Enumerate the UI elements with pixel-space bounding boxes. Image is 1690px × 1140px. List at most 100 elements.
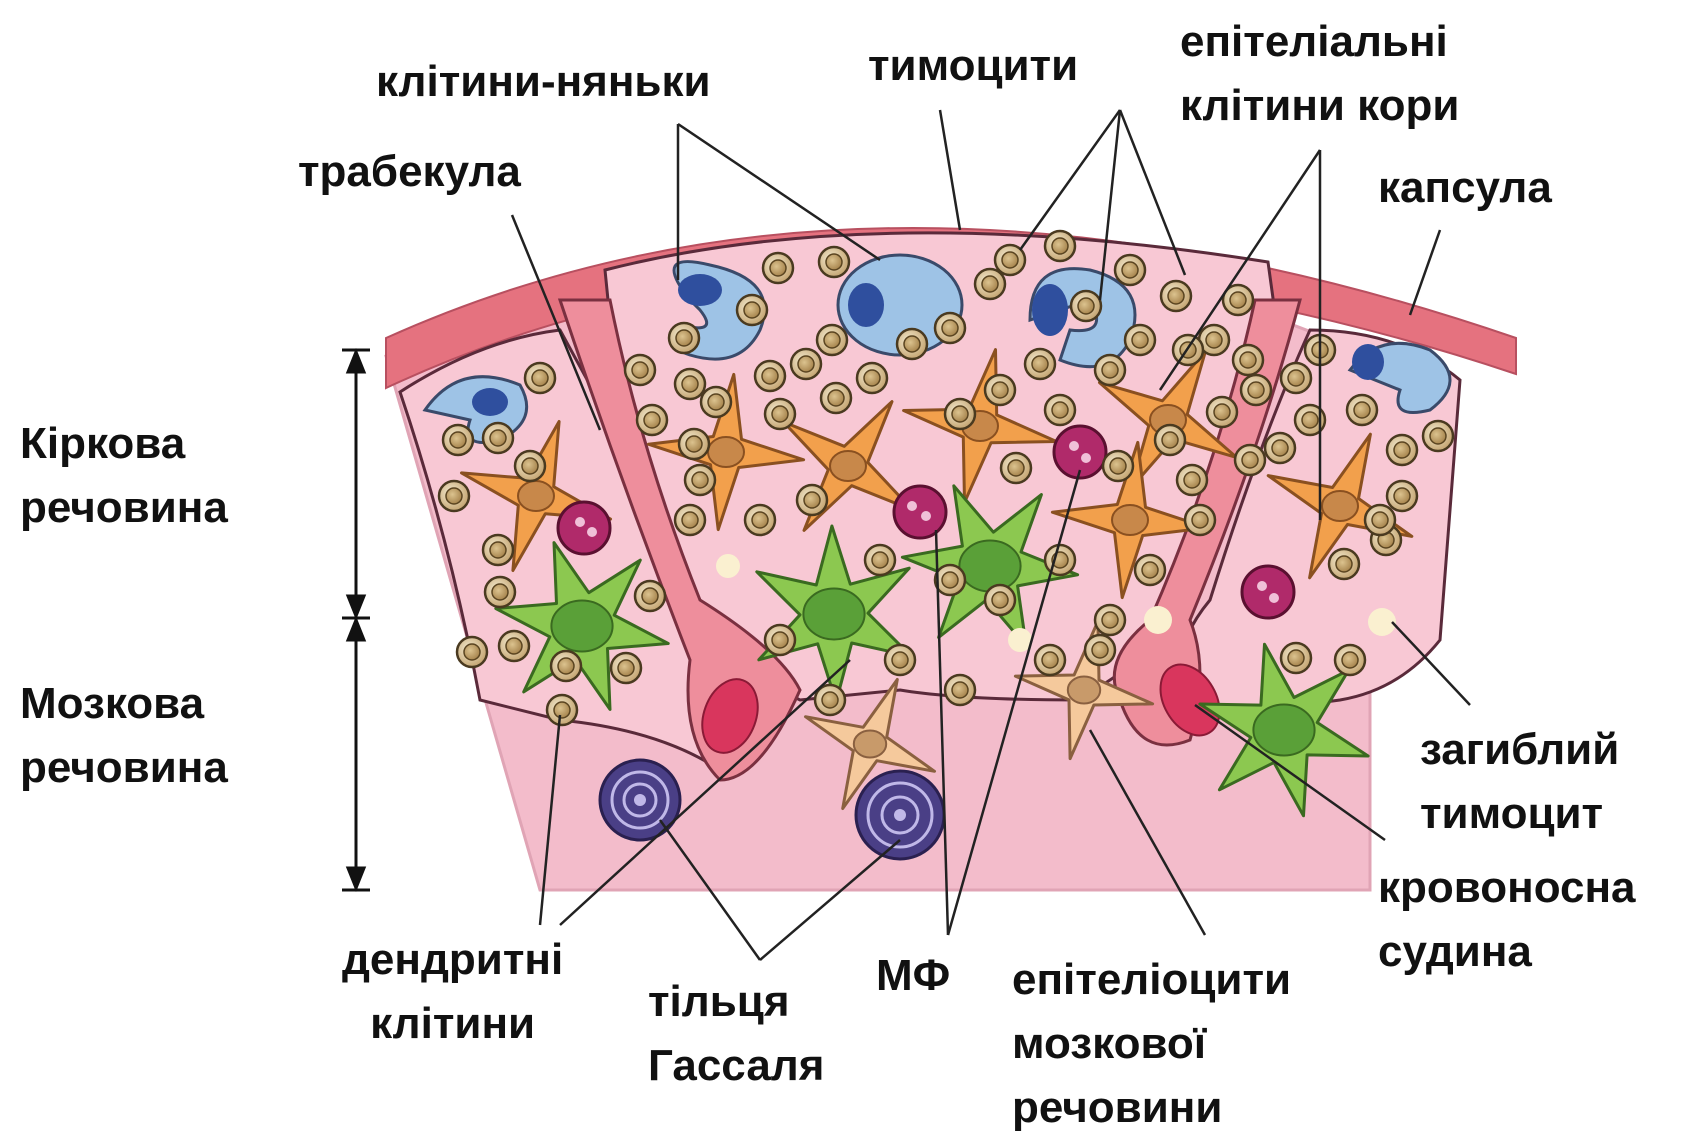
thymocyte-73 bbox=[1185, 505, 1215, 535]
thymocyte-62 bbox=[1281, 643, 1311, 673]
label-medulla-line1: Мозкова bbox=[20, 672, 228, 736]
label-cortex-epithelial: епітеліальні клітини кори bbox=[1180, 10, 1459, 138]
thymocyte-28 bbox=[857, 363, 887, 393]
macrophage-4 bbox=[1242, 566, 1294, 618]
label-dendritic-line2: клітини bbox=[342, 992, 563, 1056]
thymocyte-43 bbox=[1025, 349, 1055, 379]
thymocyte-33 bbox=[1045, 231, 1075, 261]
thymocyte-61 bbox=[1265, 433, 1295, 463]
label-blood-vessel-line2: судина bbox=[1378, 920, 1636, 984]
thymocyte-44 bbox=[985, 375, 1015, 405]
thymocyte-74 bbox=[765, 625, 795, 655]
label-cortex-epithelial-line1: епітеліальні bbox=[1180, 10, 1459, 74]
dead-thymocyte-2 bbox=[716, 554, 740, 578]
thymocyte-39 bbox=[1233, 345, 1263, 375]
thymocyte-27 bbox=[821, 383, 851, 413]
thymocyte-50 bbox=[1207, 397, 1237, 427]
thymocyte-68 bbox=[935, 565, 965, 595]
thymocyte-21 bbox=[755, 361, 785, 391]
thymocyte-26 bbox=[765, 399, 795, 429]
thymocyte-2 bbox=[443, 425, 473, 455]
thymocyte-8 bbox=[499, 631, 529, 661]
thymocyte-65 bbox=[745, 505, 775, 535]
label-dead-thymocyte: загиблий тимоцит bbox=[1420, 718, 1619, 846]
hassall-corpuscle-2 bbox=[856, 771, 944, 859]
thymocyte-55 bbox=[1387, 435, 1417, 465]
thymocyte-78 bbox=[1035, 645, 1065, 675]
thymocyte-41 bbox=[1125, 325, 1155, 355]
thymocyte-10 bbox=[611, 653, 641, 683]
scale-bar bbox=[342, 350, 370, 890]
label-dendritic: дендритні клітини bbox=[342, 928, 563, 1056]
thymocyte-4 bbox=[515, 451, 545, 481]
label-dead-thymocyte-line1: загиблий bbox=[1420, 718, 1619, 782]
thymocyte-6 bbox=[483, 535, 513, 565]
thymocyte-63 bbox=[1335, 645, 1365, 675]
thymocyte-36 bbox=[1161, 281, 1191, 311]
thymocyte-82 bbox=[1155, 425, 1185, 455]
thymocyte-29 bbox=[897, 329, 927, 359]
label-hassall-line2: Гассаля bbox=[648, 1034, 824, 1098]
thymocyte-52 bbox=[1281, 363, 1311, 393]
label-medulla: Мозкова речовина bbox=[20, 672, 228, 800]
thymocyte-76 bbox=[885, 645, 915, 675]
label-cortex: Кіркова речовина bbox=[20, 412, 228, 540]
label-medulla-line2: речовина bbox=[20, 736, 228, 800]
label-medulla-epithelial-line2: мозкової bbox=[1012, 1012, 1291, 1076]
label-cortex-line1: Кіркова bbox=[20, 412, 228, 476]
thymocyte-1 bbox=[525, 363, 555, 393]
thymocyte-58 bbox=[1329, 549, 1359, 579]
thymocyte-80 bbox=[685, 465, 715, 495]
label-cortex-line2: речовина bbox=[20, 476, 228, 540]
label-dendritic-line1: дендритні bbox=[342, 928, 563, 992]
thymocyte-42 bbox=[1095, 355, 1125, 385]
label-blood-vessel: кровоносна судина bbox=[1378, 856, 1636, 984]
thymocyte-34 bbox=[1071, 291, 1101, 321]
label-macrophage: МФ bbox=[876, 944, 950, 1008]
thymocyte-35 bbox=[1115, 255, 1145, 285]
thymocyte-67 bbox=[865, 545, 895, 575]
dead-thymocyte-3 bbox=[1144, 606, 1172, 634]
thymocyte-81 bbox=[675, 505, 705, 535]
thymocyte-49 bbox=[1177, 465, 1207, 495]
label-nurse-cells: клітини-няньки bbox=[376, 50, 711, 114]
label-cortex-epithelial-line2: клітини кори bbox=[1180, 74, 1459, 138]
thymocyte-5 bbox=[439, 481, 469, 511]
label-blood-vessel-line1: кровоносна bbox=[1378, 856, 1636, 920]
thymocyte-23 bbox=[701, 387, 731, 417]
thymocyte-56 bbox=[1423, 421, 1453, 451]
thymocyte-13 bbox=[635, 581, 665, 611]
thymocyte-7 bbox=[485, 577, 515, 607]
thymocyte-9 bbox=[551, 651, 581, 681]
thymocyte-15 bbox=[669, 323, 699, 353]
thymocyte-47 bbox=[1045, 395, 1075, 425]
macrophage-1 bbox=[558, 502, 610, 554]
thymocyte-30 bbox=[935, 313, 965, 343]
thymocyte-31 bbox=[975, 269, 1005, 299]
label-thymocytes: тимоцити bbox=[868, 34, 1078, 98]
thymocyte-3 bbox=[483, 423, 513, 453]
thymocyte-12 bbox=[547, 695, 577, 725]
label-hassall-line1: тільця bbox=[648, 970, 824, 1034]
thymocyte-54 bbox=[1347, 395, 1377, 425]
thymocyte-48 bbox=[1103, 451, 1133, 481]
macrophage-2 bbox=[894, 486, 946, 538]
dead-thymocyte-1 bbox=[1368, 608, 1396, 636]
label-medulla-epithelial: епітеліоцити мозкової речовини bbox=[1012, 948, 1291, 1140]
label-capsule: капсула bbox=[1378, 156, 1552, 220]
thymocyte-20 bbox=[791, 349, 821, 379]
thymocyte-64 bbox=[1365, 505, 1395, 535]
thymocyte-19 bbox=[817, 325, 847, 355]
thymocyte-11 bbox=[457, 637, 487, 667]
label-hassall: тільця Гассаля bbox=[648, 970, 824, 1098]
thymocyte-51 bbox=[1241, 375, 1271, 405]
thymocyte-22 bbox=[675, 369, 705, 399]
thymocyte-66 bbox=[797, 485, 827, 515]
thymocyte-69 bbox=[985, 585, 1015, 615]
thymocyte-24 bbox=[637, 405, 667, 435]
label-trabecula: трабекула bbox=[298, 140, 521, 204]
thymocyte-17 bbox=[763, 253, 793, 283]
label-medulla-epithelial-line3: речовини bbox=[1012, 1076, 1291, 1140]
thymocyte-25 bbox=[679, 429, 709, 459]
